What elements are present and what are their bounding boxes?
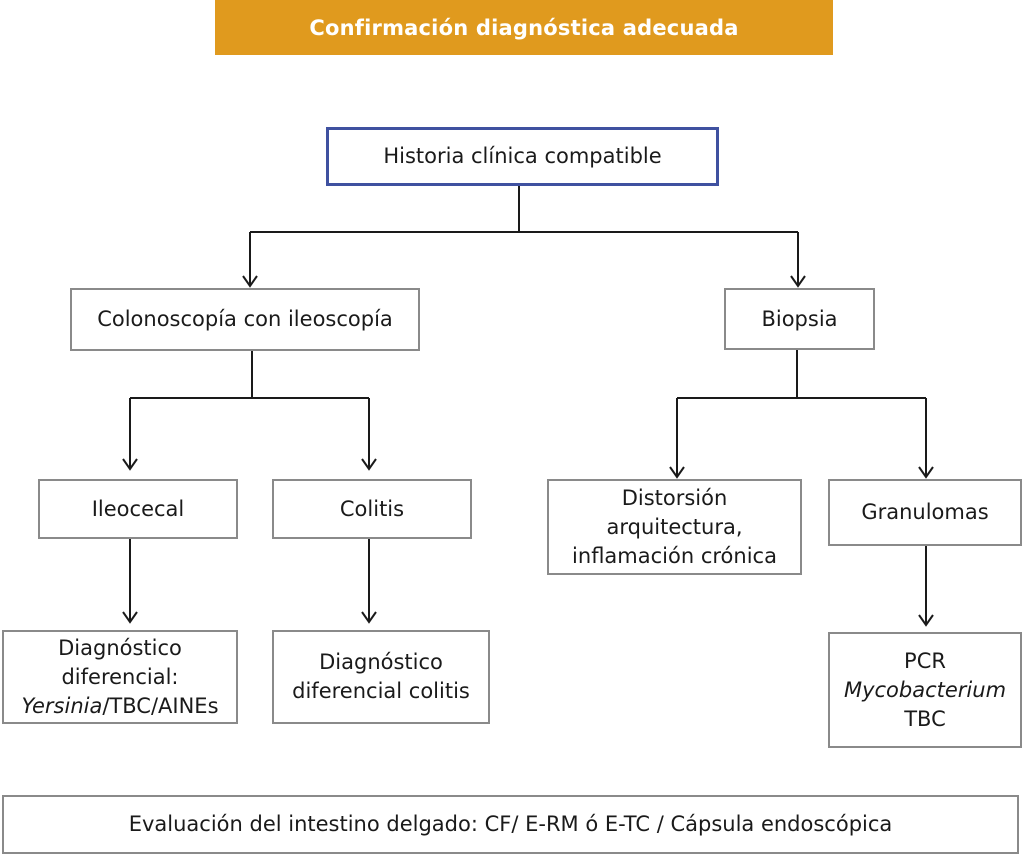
node-diff-ileocecal: Diagnóstico diferencial: Yersinia/TBC/AI… (2, 630, 238, 724)
node-history-label: Historia clínica compatible (383, 144, 662, 168)
node-history: Historia clínica compatible (326, 127, 719, 186)
arrow-head (122, 611, 138, 624)
arrow-head (790, 275, 806, 288)
yersinia-italic: Yersinia (21, 693, 103, 718)
node-diff-colitis-line2: diferencial colitis (292, 679, 470, 703)
arrow-head (918, 614, 934, 627)
node-distortion: Distorsión arquitectura, inflamación cró… (547, 479, 802, 575)
node-small-bowel-label: Evaluación del intestino delgado: CF/ E-… (128, 812, 893, 836)
node-diff-ileocecal-line1: Diagnóstico (58, 635, 182, 660)
node-biopsy-label: Biopsia (761, 306, 838, 331)
arrow-head (918, 466, 934, 479)
header-banner: Confirmación diagnóstica adecuada (215, 0, 833, 55)
node-ileocecal: Ileocecal (38, 479, 238, 539)
tbc-aines: /TBC/AINEs (102, 693, 219, 718)
node-biopsy: Biopsia (724, 288, 875, 350)
arrow-head (361, 611, 377, 624)
arrow-head (669, 466, 685, 479)
node-diff-colitis: Diagnóstico diferencial colitis (272, 630, 490, 724)
node-diff-ileocecal-line3: Yersinia/TBC/AINEs (21, 692, 218, 721)
node-pcr-line2: Mycobacterium (843, 677, 1007, 702)
arrow-head (122, 458, 138, 471)
node-diff-ileocecal-line2: diferencial: (61, 664, 179, 689)
node-colitis-label: Colitis (339, 496, 405, 521)
node-distortion-line3: inflamación crónica (572, 543, 777, 568)
node-pcr-line3: TBC (904, 706, 946, 731)
node-colonoscopy-label: Colonoscopía con ileoscopía (97, 307, 393, 331)
node-ileocecal-label: Ileocecal (91, 496, 185, 521)
node-granulomas: Granulomas (828, 479, 1022, 546)
node-distortion-line1: Distorsión (621, 485, 728, 510)
node-diff-colitis-line1: Diagnóstico (319, 650, 443, 674)
node-colonoscopy: Colonoscopía con ileoscopía (70, 288, 420, 351)
arrow-head (242, 275, 258, 288)
node-colitis: Colitis (272, 479, 472, 539)
node-distortion-line2: arquitectura, (606, 514, 743, 539)
node-small-bowel: Evaluación del intestino delgado: CF/ E-… (2, 795, 1019, 854)
arrow-head (361, 458, 377, 471)
node-pcr: PCR Mycobacterium TBC (828, 632, 1022, 748)
header-title: Confirmación diagnóstica adecuada (309, 15, 739, 40)
node-granulomas-label: Granulomas (861, 500, 989, 524)
node-pcr-line1: PCR (904, 648, 946, 673)
